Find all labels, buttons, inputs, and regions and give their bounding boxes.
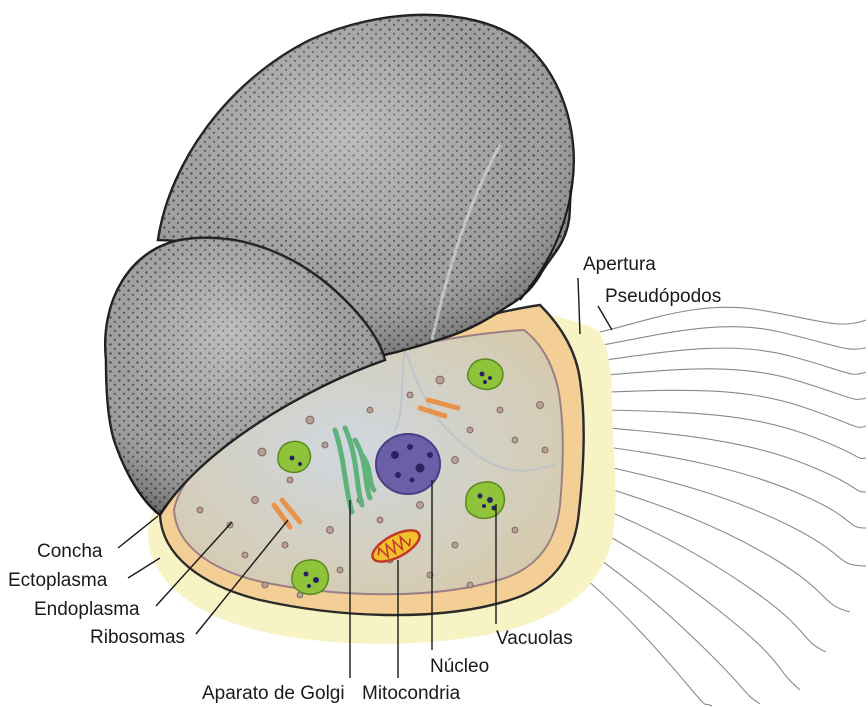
label-pseudopodos: Pseudópodos xyxy=(605,286,721,307)
vacuole-4 xyxy=(292,560,328,594)
label-ribosomas: Ribosomas xyxy=(90,627,185,648)
vacuole-3 xyxy=(466,482,505,518)
vacuole-1 xyxy=(468,359,503,389)
label-vacuolas: Vacuolas xyxy=(496,628,573,649)
leader-pseudopodos xyxy=(598,306,612,330)
label-mitocondria: Mitocondria xyxy=(362,683,461,704)
label-ectoplasma: Ectoplasma xyxy=(8,570,108,591)
label-aparato-golgi: Aparato de Golgi xyxy=(202,683,345,704)
nucleus xyxy=(376,434,440,494)
leader-ectoplasma xyxy=(128,558,160,578)
label-endoplasma: Endoplasma xyxy=(34,599,140,620)
label-apertura: Apertura xyxy=(583,254,656,275)
label-nucleo: Núcleo xyxy=(430,656,489,677)
label-concha: Concha xyxy=(37,541,103,562)
